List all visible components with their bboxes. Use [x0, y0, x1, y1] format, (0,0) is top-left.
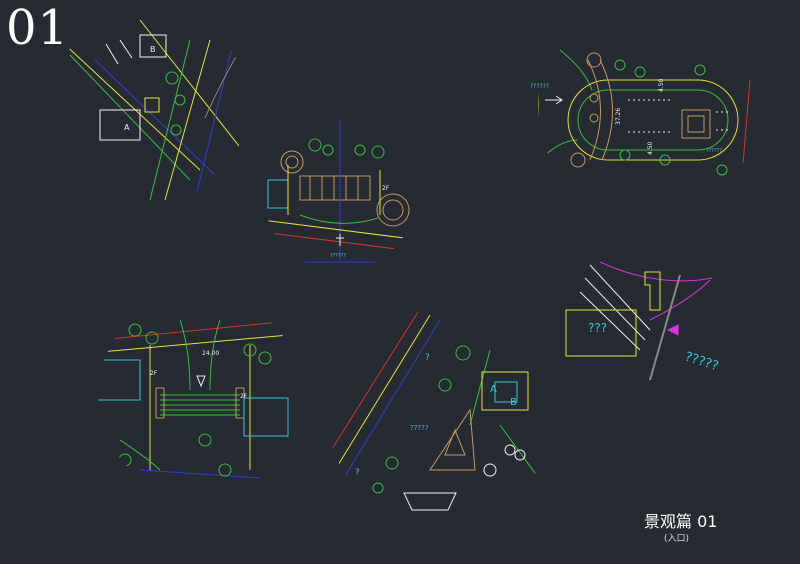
entrance-plan-3 [264, 120, 416, 263]
plan6-label-3: ? [355, 468, 360, 478]
plan1-label-a: A [124, 123, 130, 132]
plan5-label-2f-a: 2F [150, 370, 158, 377]
plan2-dim-b: 37.26 [615, 108, 622, 125]
caption-subtitle: (入口) [664, 534, 690, 544]
plan2-dim-d: ?????? [706, 148, 722, 154]
plan1-label-b: B [150, 45, 156, 54]
plan4-label: ??? [588, 321, 607, 335]
caption-title: 景观篇 01 [644, 512, 718, 531]
plan2-label: ?????? [530, 83, 549, 90]
plan4-label-2: ????? [683, 350, 720, 375]
entrance-plan-5 [98, 319, 301, 479]
plan2-dim-c: 4.50 [647, 141, 654, 155]
plan6-label: ? [425, 353, 430, 363]
plan3-label-2f: 2F [382, 185, 390, 192]
entrance-plan-4 [565, 261, 713, 381]
plan5-label-2f-b: 2F [240, 393, 248, 400]
plan6-label-2: ????? [410, 424, 429, 432]
plan5-dim: 24.00 [202, 350, 219, 357]
plan6-label-b: B [510, 397, 517, 408]
entrance-plan-6 [328, 311, 541, 511]
entrance-plan-1 [59, 19, 248, 201]
page-number: 01 [6, 0, 70, 56]
plan3-label: ?????? [330, 253, 346, 259]
plan2-dim-a: 4.50 [658, 78, 665, 92]
plan6-label-a: A [490, 384, 497, 395]
